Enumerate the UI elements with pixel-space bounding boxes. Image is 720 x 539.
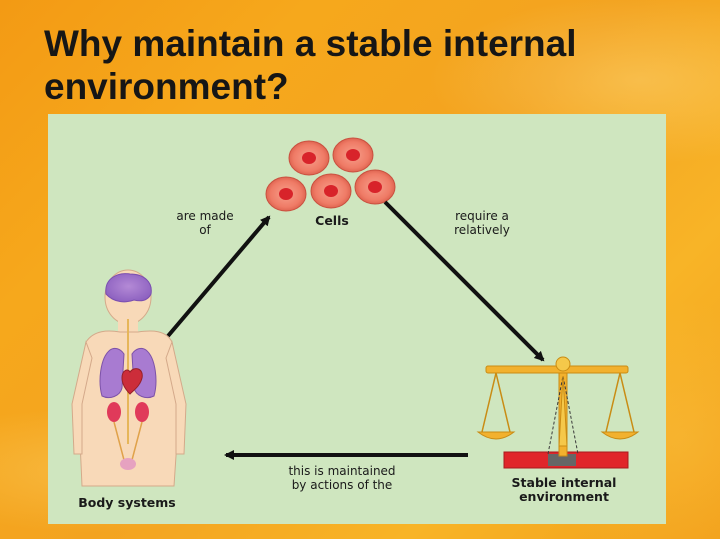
edge-label-maintained: this is maintained by actions of the bbox=[288, 464, 396, 492]
diagram-canvas bbox=[71, 137, 640, 487]
lungs-icon bbox=[99, 347, 157, 399]
cell bbox=[265, 176, 307, 212]
stable-environment-label: Stable internal environment bbox=[511, 475, 617, 504]
cell bbox=[310, 173, 352, 209]
cell bbox=[354, 169, 396, 205]
cells-label: Cells bbox=[315, 213, 349, 228]
bladder-icon bbox=[120, 458, 136, 470]
human-body-icon bbox=[71, 269, 187, 487]
arrow-cells-to-environment bbox=[383, 200, 545, 362]
kidney-icon bbox=[107, 402, 121, 422]
balance-scale-icon bbox=[476, 356, 640, 469]
arrow-body-to-cells bbox=[166, 215, 271, 338]
slide-title: Why maintain a stable internal environme… bbox=[44, 23, 577, 107]
cell bbox=[288, 140, 330, 176]
body-systems-label: Body systems bbox=[78, 495, 176, 510]
cells-icon bbox=[265, 137, 396, 212]
heart-icon bbox=[121, 368, 143, 395]
edge-label-made-of: are made of bbox=[176, 209, 234, 237]
diagram-panel: Cells are made of require a relatively t… bbox=[48, 114, 666, 524]
edge-label-require: require a relatively bbox=[454, 209, 510, 237]
cell bbox=[332, 137, 374, 173]
brain-icon bbox=[105, 273, 152, 303]
kidney-icon bbox=[135, 402, 149, 422]
